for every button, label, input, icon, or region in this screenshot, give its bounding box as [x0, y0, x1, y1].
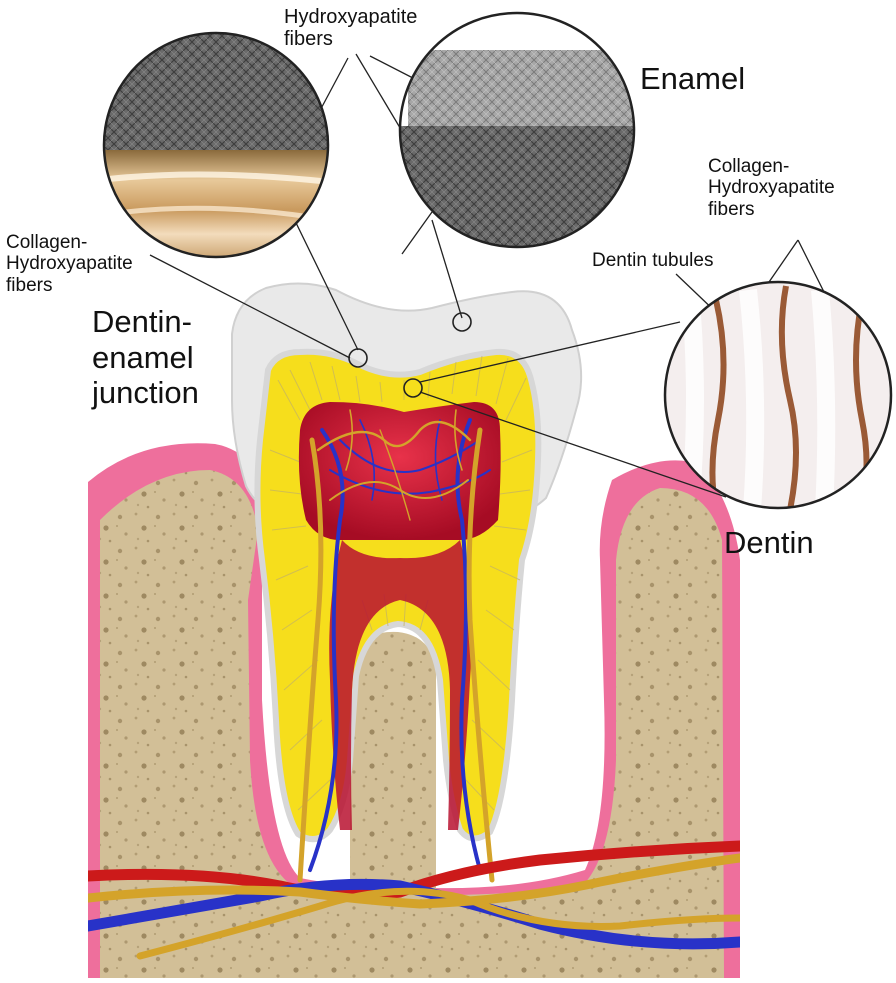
dentin-marker	[403, 378, 423, 398]
label-collagen-hydroxyapatite-right: Collagen- Hydroxyapatite fibers	[708, 156, 835, 220]
label-dentin-tubules: Dentin tubules	[592, 250, 714, 271]
bone	[100, 470, 724, 978]
base-vessels-and-nerves	[88, 840, 740, 960]
dentin-tubule-lines	[269, 355, 533, 811]
tubule-2	[778, 285, 799, 508]
tubule-1	[709, 299, 727, 508]
enamel-marker	[452, 312, 472, 332]
bone-between-roots	[350, 631, 436, 978]
label-dentin-enamel-junction: Dentin- enamel junction	[92, 304, 199, 411]
label-collagen-hydroxyapatite-left: Collagen- Hydroxyapatite fibers	[6, 232, 133, 296]
dej-marker	[348, 348, 368, 368]
pulp-vessels	[297, 409, 495, 883]
label-hydroxyapatite-fibers: Hydroxyapatite fibers	[284, 6, 418, 51]
dentin-magnification	[665, 282, 891, 508]
dentin-magnification-outline	[663, 280, 893, 510]
label-dentin: Dentin	[724, 525, 814, 560]
root-canals	[329, 540, 472, 830]
label-enamel: Enamel	[640, 61, 746, 96]
dej-magnification-outline	[102, 31, 330, 259]
enamel-magnification-outline	[398, 11, 636, 249]
enamel-magnification	[400, 13, 634, 247]
dej-magnification	[104, 33, 328, 257]
